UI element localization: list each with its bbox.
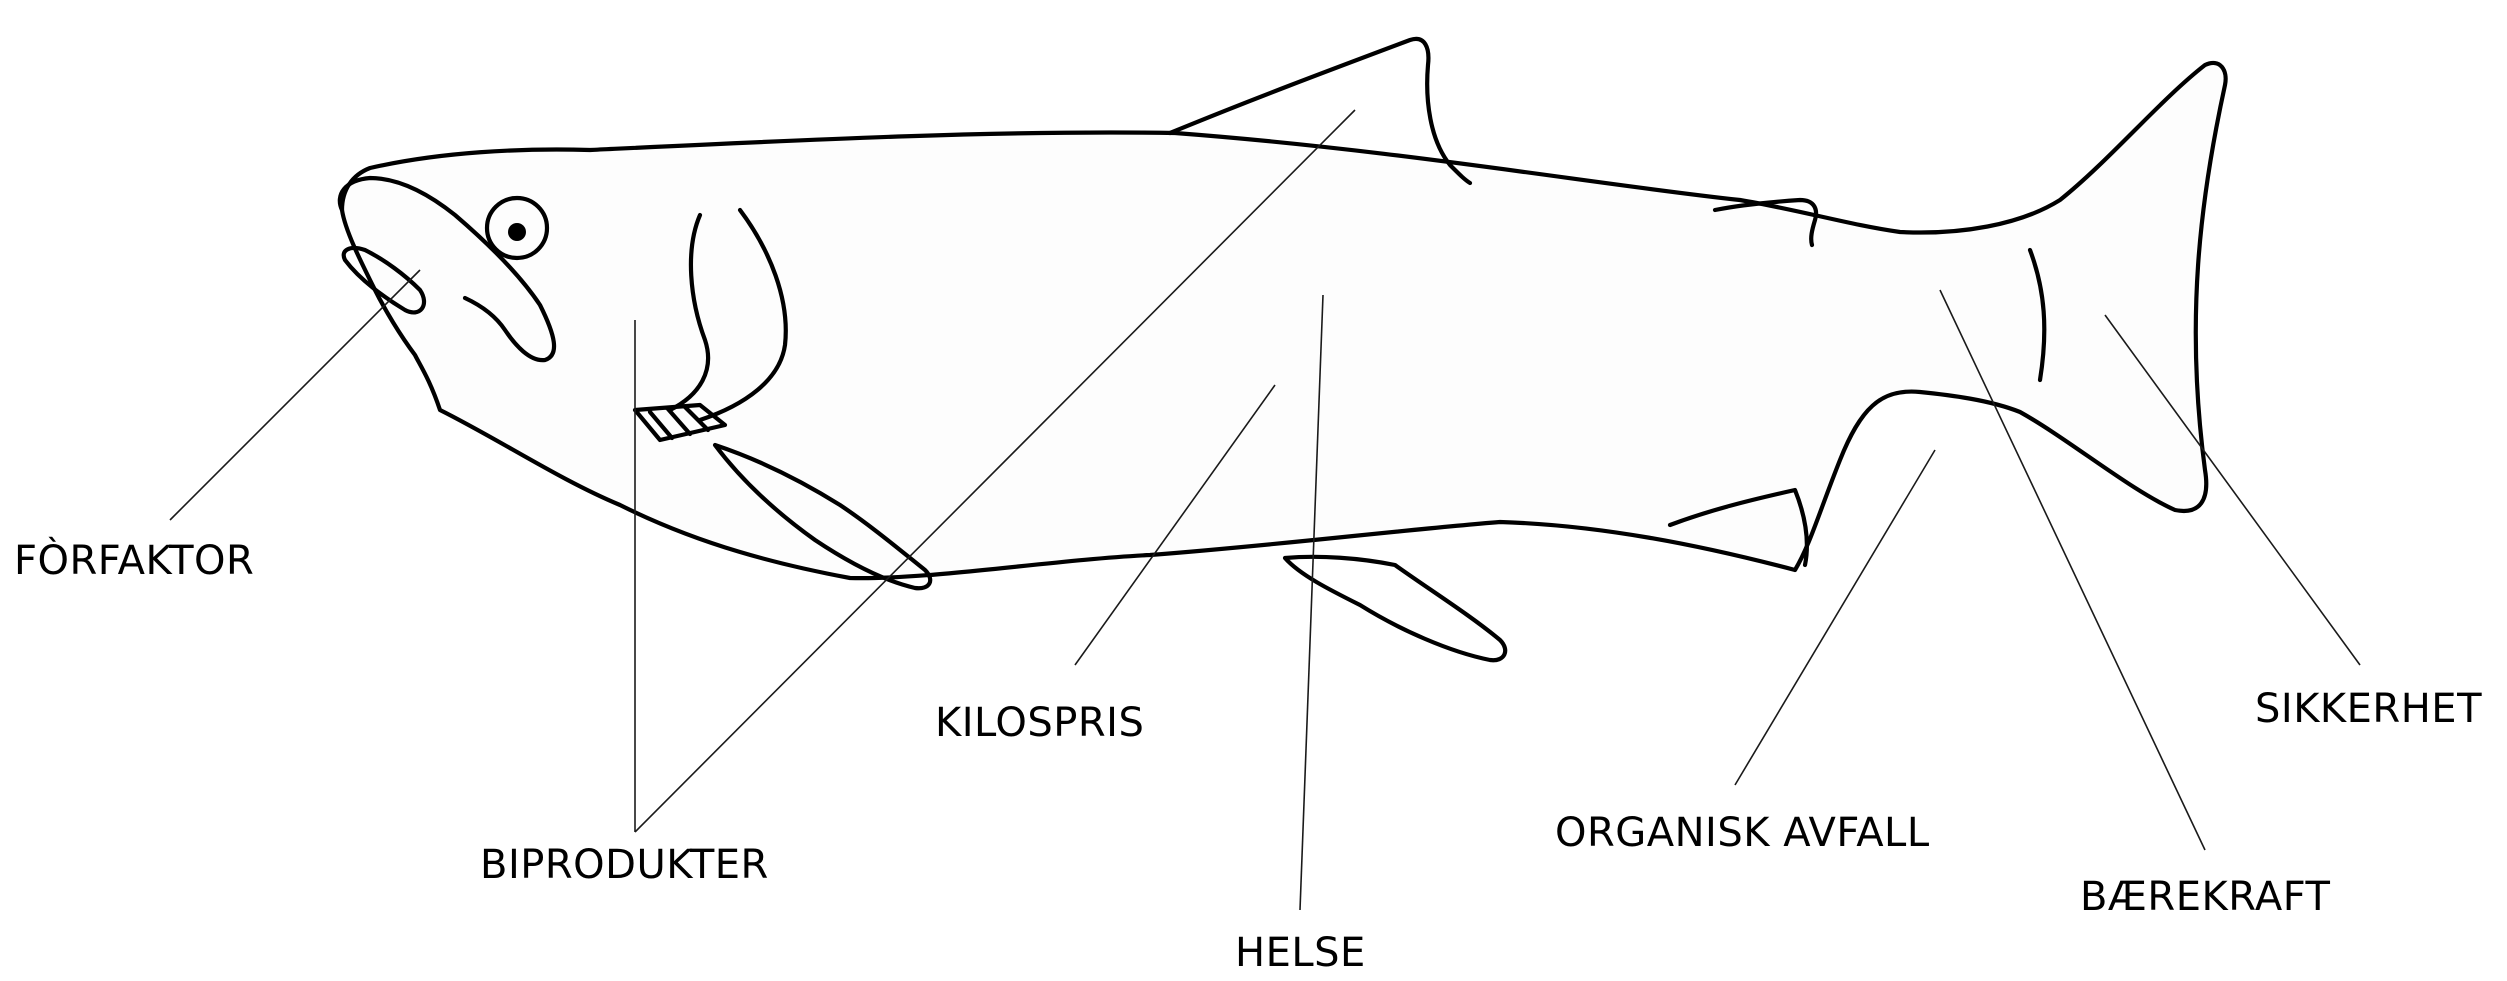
fish-outline-icon — [340, 39, 2226, 660]
label-forfaktor: FÒRFAKTOR — [14, 538, 254, 584]
label-helse: HELSE — [1235, 930, 1366, 976]
fish-pelvic-fin — [1285, 557, 1505, 660]
fish-eye-pupil — [508, 223, 526, 241]
fish-body — [342, 63, 2226, 578]
leader-forfaktor — [170, 270, 420, 520]
label-baerekraft: BÆREKRAFT — [2080, 874, 2330, 920]
label-organisk-avfall: ORGANISK AVFALL — [1555, 810, 1930, 856]
label-biprodukter: BIPRODUKTER — [480, 842, 769, 888]
label-sikkerhet: SIKKERHET — [2255, 686, 2482, 732]
label-kilospris: KILOSPRIS — [935, 700, 1144, 746]
